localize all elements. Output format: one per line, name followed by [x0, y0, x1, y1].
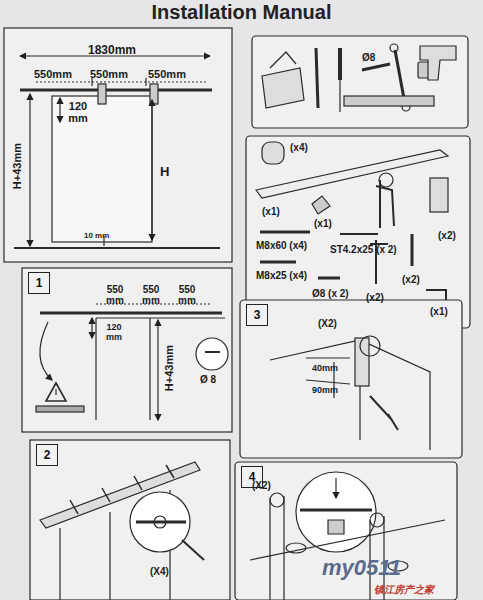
dimension: 90mm [312, 386, 338, 396]
quantity: (x2) [438, 230, 456, 241]
quantity: (x1) [430, 306, 448, 317]
hole-size: Ø 8 [200, 374, 216, 385]
dimension: 550mm [34, 68, 72, 80]
dimension: 120 mm [66, 100, 90, 124]
step-number: 2 [44, 448, 51, 462]
part-spec: M8x25 (x4) [256, 270, 307, 281]
manual-title: Installation Manual [0, 1, 483, 24]
quantity: (x4) [290, 142, 308, 153]
watermark: my0511 [322, 556, 401, 580]
quantity: (x1) [262, 206, 280, 217]
dimension: 1830mm [88, 44, 136, 57]
quantity: (X2) [318, 318, 337, 329]
dimension: 550 mm [172, 284, 202, 306]
dimension: 550mm [148, 68, 186, 80]
quantity: (X4) [150, 566, 169, 577]
quantity: (x2) [366, 292, 384, 303]
part-spec: ST4.2x25 (x 2) [330, 244, 397, 255]
dimension: H+43mm [163, 345, 175, 391]
dimension: H [160, 165, 169, 179]
dimension: H+43mm [11, 143, 23, 189]
dimension: 550 mm [136, 284, 166, 306]
dimension: 550mm [90, 68, 128, 80]
quantity: (x1) [314, 218, 332, 229]
step-number: 3 [254, 308, 261, 322]
part-spec: M8x60 (x4) [256, 240, 307, 251]
watermark: 镇江房产之家 [374, 584, 434, 595]
dimension: 550 mm [100, 284, 130, 306]
drill-size: Ø8 [362, 52, 375, 63]
part-spec: Ø8 (x 2) [312, 288, 349, 299]
step-number: 1 [36, 276, 43, 290]
quantity: (x2) [402, 274, 420, 285]
step-number-box: 1 [28, 272, 50, 294]
step-number-box: 2 [36, 444, 58, 466]
quantity: (X2) [252, 480, 271, 491]
dimension: 10 mm [84, 232, 109, 241]
dimension: 120 mm [102, 323, 126, 343]
step-number-box: 3 [246, 304, 268, 326]
dimension: 40mm [312, 364, 338, 374]
